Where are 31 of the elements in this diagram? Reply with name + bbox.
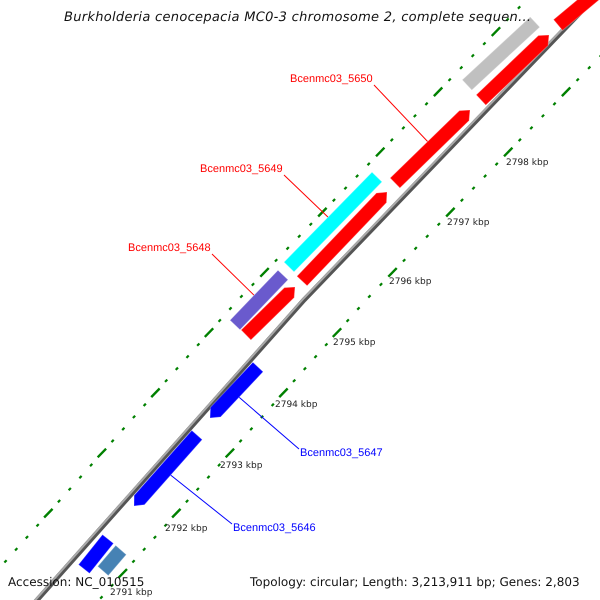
title: Burkholderia cenocepacia MC0-3 chromosome 2, complete sequen...: [64, 10, 532, 25]
scale-label: 2792 kbp: [165, 524, 208, 535]
gene-label: Bcenmc03_5647: [300, 447, 383, 460]
scale-label: 2795 kbp: [333, 338, 376, 349]
gene-label: Bcenmc03_5649: [200, 163, 283, 176]
gene-label: Bcenmc03_5646: [233, 522, 316, 535]
leader-line: [170, 474, 232, 524]
gene-label: Bcenmc03_5648: [128, 242, 211, 255]
gene-segment: [283, 171, 383, 273]
gene-segment: [78, 534, 114, 574]
scale-label: 2796 kbp: [389, 277, 432, 288]
gene-feature: [389, 109, 471, 189]
gene-segment: [97, 544, 127, 576]
leader-line: [284, 174, 328, 218]
gene-feature: [240, 286, 296, 341]
leader-line: [374, 84, 428, 142]
scale-label: 2794 kbp: [275, 400, 318, 411]
leader-line: [212, 254, 254, 296]
gene-label: Bcenmc03_5650: [290, 73, 373, 86]
gene-feature: [476, 34, 550, 106]
gene-feature: [209, 362, 264, 419]
gene-feature: [134, 430, 203, 507]
gene-segment: [552, 0, 600, 32]
leader-line: [238, 396, 300, 450]
gene-feature: [296, 191, 388, 286]
scale-label: 2797 kbp: [447, 218, 490, 229]
scale-label: 2791 kbp: [110, 588, 152, 599]
footer-text: Topology: circular; Length: 3,213,911 bp; Genes: 2,803: [250, 575, 580, 590]
scale-label: 2798 kbp: [506, 158, 548, 169]
scale-label: 2793 kbp: [220, 461, 262, 472]
gene-segment: [229, 270, 289, 330]
